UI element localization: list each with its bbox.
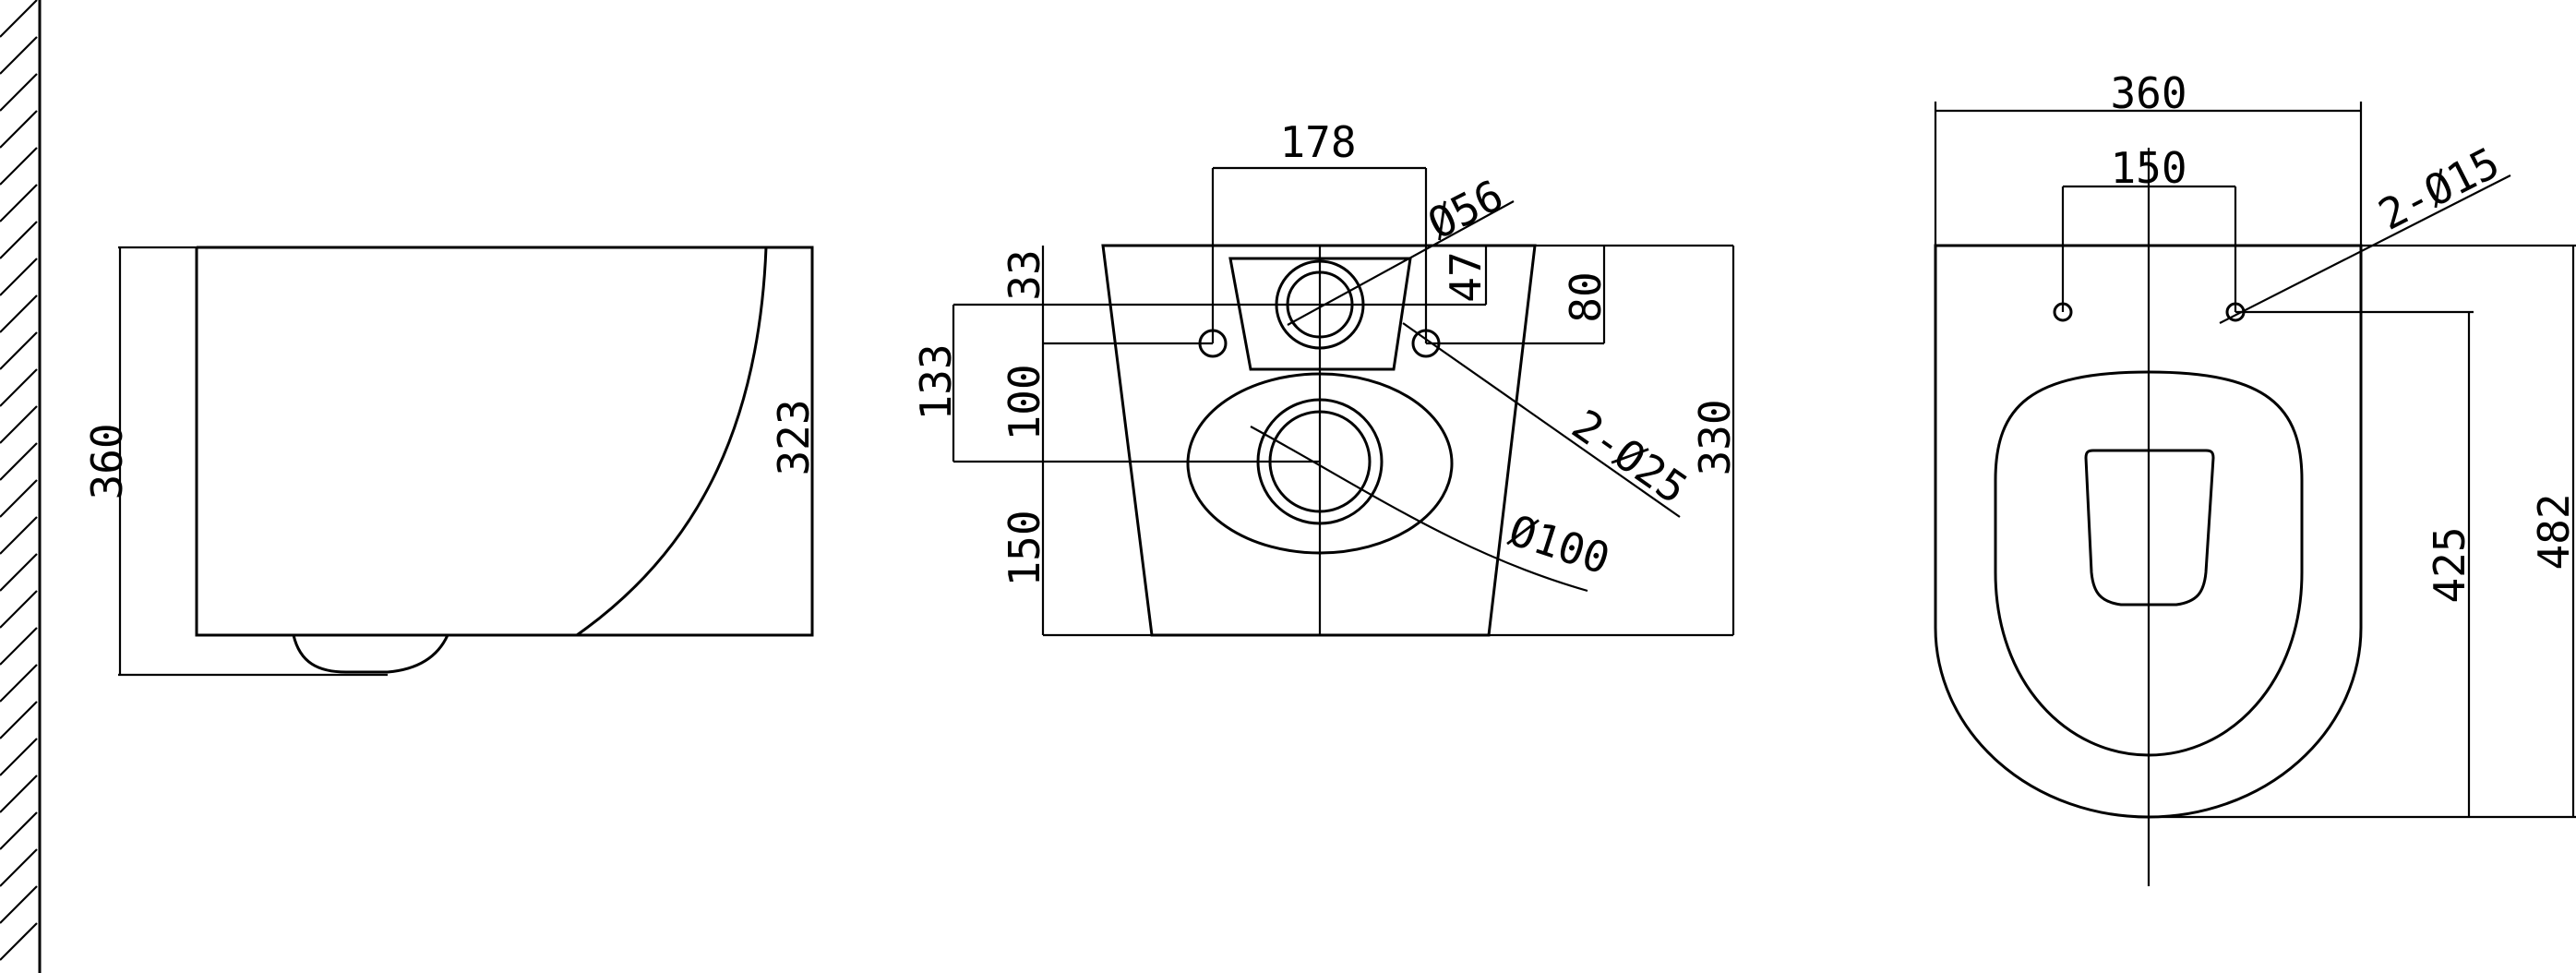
back-inlet-frame [1228, 257, 1412, 371]
top-dim-425: 425 [2425, 526, 2474, 603]
back-outlet-ellipse [1186, 372, 1454, 555]
back-dim-inlet-diameter: Ø56 [1420, 170, 1511, 249]
side-outlet [292, 634, 449, 674]
side-view: 360 323 [82, 246, 819, 677]
back-dim-33: 33 [1000, 249, 1049, 300]
top-view: 360 150 2-Ø15 425 482 [1934, 68, 2576, 886]
back-dim-outlet-diameter: Ø100 [1504, 505, 1616, 584]
back-dim-47: 47 [1441, 251, 1491, 302]
top-dim-482: 482 [2529, 493, 2576, 570]
back-dim-100: 100 [1000, 364, 1049, 440]
wall-hatching [0, 0, 38, 961]
back-dim-80: 80 [1561, 271, 1611, 322]
top-bowl-opening [2084, 449, 2215, 607]
top-dim-holes: 2-Ø15 [2370, 138, 2507, 240]
back-dim-150: 150 [1000, 510, 1049, 586]
back-dim-178: 178 [1279, 117, 1356, 167]
top-dim-360: 360 [2110, 68, 2187, 118]
back-dim-fixing-holes: 2-Ø25 [1564, 400, 1696, 514]
side-front-curve [576, 246, 768, 637]
back-dim-133: 133 [911, 343, 961, 420]
back-dim-330: 330 [1690, 399, 1740, 475]
side-dim-360: 360 [82, 423, 132, 499]
side-dim-323: 323 [769, 399, 819, 475]
top-dim-150: 150 [2110, 143, 2187, 193]
side-body-outline [195, 246, 814, 637]
back-view: 178 Ø56 33 47 80 133 100 150 330 2-Ø25 Ø… [911, 117, 1740, 637]
wall [0, 0, 42, 973]
